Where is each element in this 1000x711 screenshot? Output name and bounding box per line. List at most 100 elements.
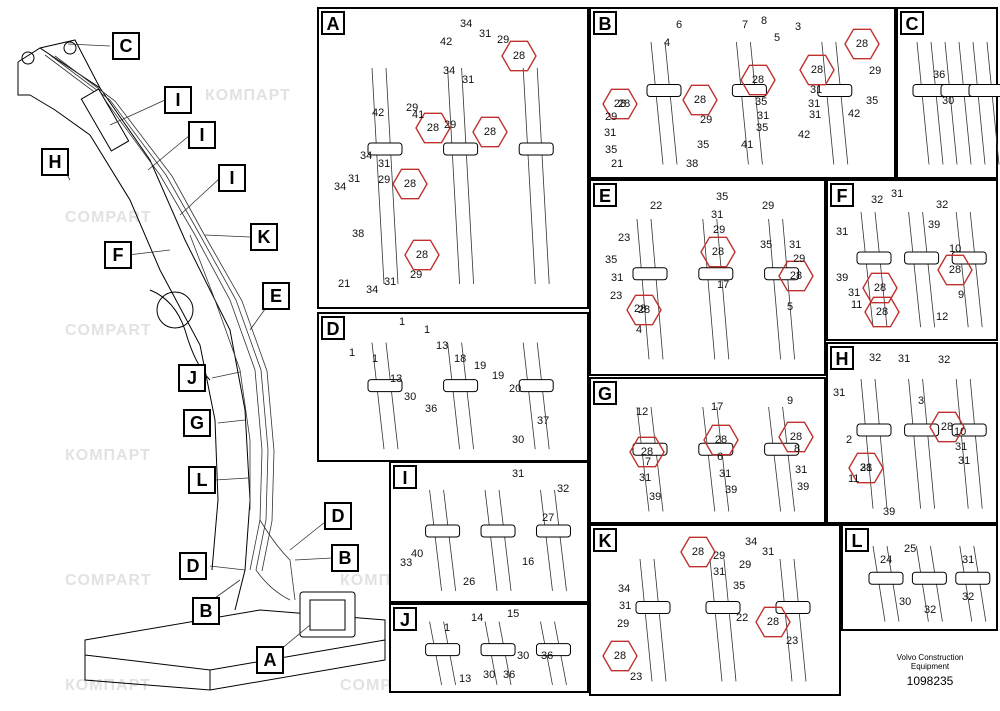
panel-artwork: [367, 67, 554, 285]
part-28-hexagon: 28: [501, 40, 537, 72]
part-28-hexagon: 28: [799, 54, 835, 86]
part-number: 18: [454, 353, 466, 365]
part-number: 6: [676, 19, 682, 31]
svg-text:I: I: [199, 125, 204, 145]
part-number: 29: [793, 253, 805, 265]
part-number: 5: [774, 32, 780, 44]
watermark-text: КОМПАРТ: [205, 87, 291, 104]
part-number: 41: [412, 109, 424, 121]
svg-text:D: D: [327, 319, 340, 339]
part-number: 42: [848, 108, 860, 120]
part-number: 36: [503, 669, 515, 681]
part-28-hexagon: 28: [629, 436, 665, 468]
boom-callout-h: H: [41, 148, 69, 176]
part-28-hexagon: 28: [778, 260, 814, 292]
panel-label-g: G: [593, 381, 617, 405]
part-number: 34: [334, 181, 346, 193]
title-block: Volvo Construction Equipment 1098235: [897, 653, 964, 688]
part-number: 31: [833, 387, 845, 399]
part-28-hexagon: 28: [404, 239, 440, 271]
part-28-hexagon: 28: [700, 236, 736, 268]
svg-text:D: D: [187, 556, 200, 576]
svg-text:G: G: [190, 413, 204, 433]
part-number: 31: [955, 441, 967, 453]
svg-text:C: C: [906, 14, 919, 34]
drawing-number: 1098235: [907, 674, 954, 688]
part-28-hexagon: 28: [755, 606, 791, 638]
part-number: 31: [836, 226, 848, 238]
part-number: 10: [949, 243, 961, 255]
part-28-hexagon: 28: [929, 411, 965, 443]
part-number: 29: [762, 200, 774, 212]
part-28-hexagon: 28: [415, 112, 451, 144]
part-number: 13: [390, 373, 402, 385]
panel-label-h: H: [830, 346, 854, 370]
svg-text:28: 28: [712, 246, 724, 258]
part-28-hexagon: 28: [844, 28, 880, 60]
part-number: 32: [938, 354, 950, 366]
panel-artwork: [646, 41, 853, 165]
part-number: 36: [425, 403, 437, 415]
panel-label-a: A: [321, 11, 345, 35]
part-number: 31: [810, 84, 822, 96]
svg-text:28: 28: [638, 304, 650, 316]
boom-callout-i: I: [188, 121, 216, 149]
part-number: 30: [517, 650, 529, 662]
boom-callout-g: G: [183, 409, 211, 437]
svg-text:A: A: [264, 650, 277, 670]
part-number: 21: [611, 158, 623, 170]
part-number: 38: [352, 228, 364, 240]
boom-callout-b: B: [331, 544, 359, 572]
boom-callout-e: E: [262, 282, 290, 310]
part-number: 30: [404, 391, 416, 403]
part-number: 15: [507, 608, 519, 620]
svg-text:28: 28: [715, 434, 727, 446]
svg-text:L: L: [852, 531, 863, 551]
svg-text:28: 28: [860, 462, 872, 474]
part-28-hexagon: 28: [862, 272, 898, 304]
part-number: 17: [711, 401, 723, 413]
svg-text:28: 28: [641, 446, 653, 458]
part-number: 31: [795, 464, 807, 476]
svg-text:J: J: [187, 368, 197, 388]
part-number: 31: [809, 109, 821, 121]
part-number: 39: [797, 481, 809, 493]
part-number: 32: [924, 604, 936, 616]
part-number: 4: [636, 324, 642, 336]
part-number: 35: [756, 122, 768, 134]
part-number: 28: [634, 303, 646, 315]
panel-label-j: J: [393, 607, 417, 631]
panel-artwork: [632, 406, 800, 512]
boom-callout-i: I: [218, 164, 246, 192]
watermark-text: COMPART: [65, 572, 152, 589]
part-number: 42: [798, 129, 810, 141]
panel-artwork: [635, 558, 811, 682]
part-number: 27: [542, 512, 554, 524]
part-number: 1: [349, 347, 355, 359]
part-number: 34: [618, 583, 630, 595]
part-28-hexagon: 28: [682, 84, 718, 116]
svg-text:28: 28: [692, 546, 704, 558]
part-number: 35: [760, 239, 772, 251]
part-number: 31: [762, 546, 774, 558]
title-line1: Volvo Construction: [897, 653, 964, 662]
svg-text:D: D: [332, 506, 345, 526]
svg-text:I: I: [229, 168, 234, 188]
panel-artwork: [425, 621, 571, 686]
part-number: 3: [795, 21, 801, 33]
part-number: 9: [787, 395, 793, 407]
part-number: 6: [717, 451, 723, 463]
part-number: 19: [492, 370, 504, 382]
part-number: 42: [372, 107, 384, 119]
part-number: 31: [619, 600, 631, 612]
svg-text:28: 28: [790, 270, 802, 282]
part-number: 34: [366, 284, 378, 296]
part-number: 23: [618, 232, 630, 244]
